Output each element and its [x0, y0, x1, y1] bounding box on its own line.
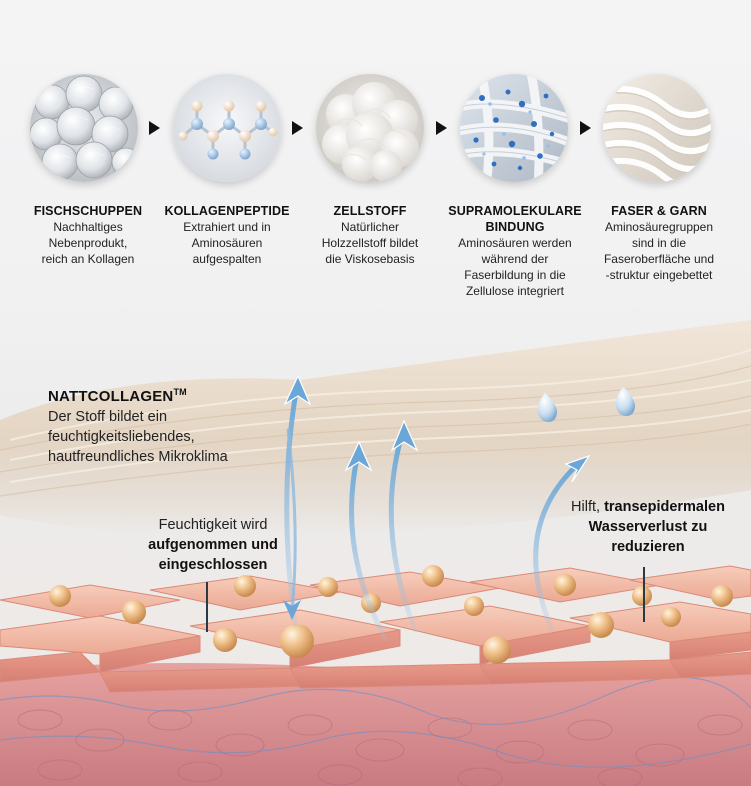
step-kollagenpeptide: KOLLAGENPEPTIDE Extrahiert und in Aminos… — [152, 203, 302, 267]
moisture-droplets — [49, 565, 733, 664]
yarn-image — [603, 74, 711, 182]
step-desc-line: reich an Kollagen — [41, 252, 135, 266]
fish-scales-image — [30, 74, 138, 182]
peptide-molecule-image — [173, 74, 281, 182]
step-desc-line: sind in die — [631, 236, 687, 250]
step-title: BINDUNG — [485, 220, 545, 234]
step-desc-line: Natürlicher — [340, 220, 400, 234]
step-desc-line: die Viskosebasis — [325, 252, 415, 266]
process-arrow-2 — [292, 121, 303, 135]
process-arrow-1 — [149, 121, 160, 135]
step-desc-line: Holzzellstoff bildet — [321, 236, 419, 250]
nattcollagen-line: hautfreundliches Mikroklima — [48, 449, 228, 465]
moisture-callout: Feuchtigkeit wird aufgenommen und einges… — [128, 515, 298, 575]
step-desc-line: Extrahiert und in — [183, 220, 271, 234]
skin-fabric-scene — [0, 300, 751, 786]
nattcollagen-callout: NATTCOLLAGENTM Der Stoff bildet ein feuc… — [48, 382, 228, 467]
step-desc-line: Aminosäuren werden — [458, 236, 572, 250]
step-desc-line: Zellulose integriert — [465, 284, 565, 298]
step-title: FISCHSCHUPPEN — [33, 204, 143, 218]
moisture-line: Feuchtigkeit wird — [158, 517, 268, 533]
step-desc-line: Nebenprodukt, — [48, 236, 128, 250]
process-arrow-3 — [436, 121, 447, 135]
step-faser-garn: FASER & GARN Aminosäuregruppen sind in d… — [584, 203, 734, 283]
tewl-plain-text: Hilft, — [571, 499, 605, 515]
process-arrow-4 — [580, 121, 591, 135]
step-supramolekulare-bindung: SUPRAMOLEKULARE BINDUNG Aminosäuren werd… — [440, 203, 590, 299]
step-desc-line: aufgespalten — [192, 252, 262, 266]
step-title: KOLLAGENPEPTIDE — [164, 204, 290, 218]
step-title: FASER & GARN — [611, 204, 707, 218]
nattcollagen-line: Der Stoff bildet ein — [48, 409, 168, 425]
step-zellstoff: ZELLSTOFF Natürlicher Holzzellstoff bild… — [295, 203, 445, 267]
moisture-leader-line — [206, 582, 208, 632]
step-title: SUPRAMOLEKULARE — [448, 204, 582, 218]
tewl-line-bold: Wasserverlust zu — [588, 519, 708, 535]
tewl-leader-line — [643, 567, 645, 622]
tewl-line: Hilft, transepidermalen — [548, 497, 748, 517]
tewl-callout: Hilft, transepidermalen Wasserverlust zu… — [548, 497, 748, 557]
nattcollagen-title: NATTCOLLAGENTM — [48, 382, 228, 407]
bonded-fibers-image — [460, 74, 568, 182]
step-fischschuppen: FISCHSCHUPPEN Nachhaltiges Nebenprodukt,… — [13, 203, 163, 267]
moisture-line-bold: eingeschlossen — [158, 557, 268, 573]
trademark-mark: TM — [173, 387, 187, 397]
tewl-line-bold: reduzieren — [611, 539, 685, 555]
step-desc-line: Aminosäuren — [191, 236, 263, 250]
step-desc-line: Faseroberfläche und — [603, 252, 715, 266]
nattcollagen-name: NATTCOLLAGEN — [48, 388, 174, 405]
step-desc-line: während der — [481, 252, 549, 266]
step-desc-line: Aminosäuregruppen — [604, 220, 714, 234]
step-title: ZELLSTOFF — [333, 204, 407, 218]
moisture-line-bold: aufgenommen und — [148, 537, 278, 553]
tewl-bold-text: transepidermalen — [604, 499, 725, 515]
step-desc-line: Faserbildung in die — [464, 268, 566, 282]
step-desc-line: Nachhaltiges — [53, 220, 123, 234]
wood-pulp-image — [316, 74, 424, 182]
nattcollagen-line: feuchtigkeitsliebendes, — [48, 429, 195, 445]
step-desc-line: -struktur eingebettet — [605, 268, 713, 282]
